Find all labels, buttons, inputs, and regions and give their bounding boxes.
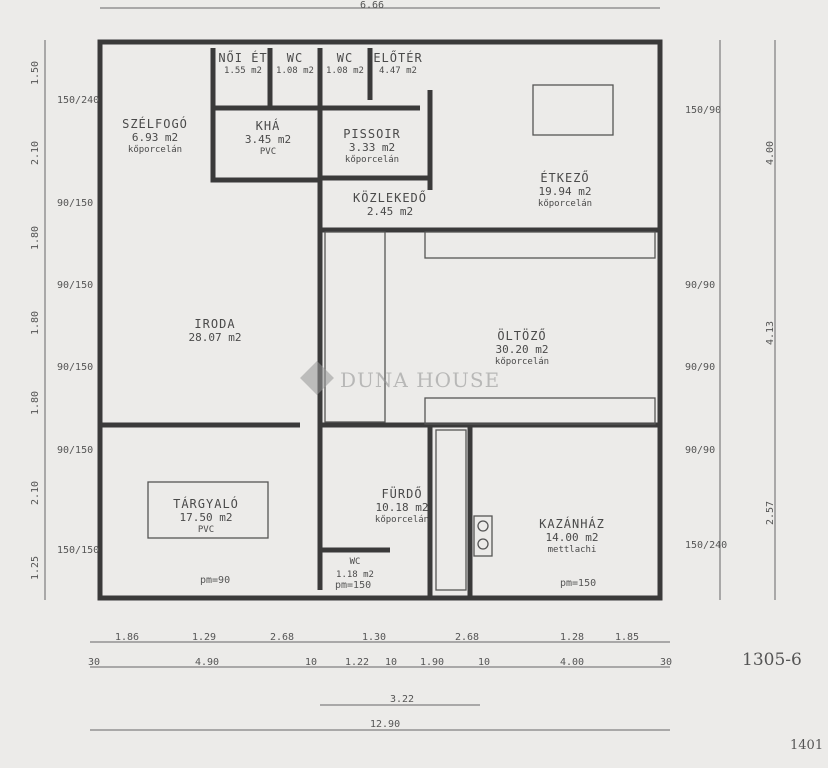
dim-label: 10: [385, 657, 398, 668]
stairs: [324, 231, 656, 425]
dim-right: 4.00: [765, 140, 776, 165]
dim-label: 1.85: [615, 632, 640, 643]
dim-left: 2.10: [30, 480, 41, 505]
dim-label: 1.22: [345, 657, 370, 668]
dim-label: 1.86: [115, 632, 140, 643]
dim-left: 1.25: [30, 555, 41, 580]
dim-total: 12.90: [370, 719, 401, 730]
dim-label: 4.00: [560, 657, 585, 668]
interior-walls: [100, 48, 660, 598]
watermark: DUNA HOUSE: [340, 368, 501, 392]
dim-left: 1.80: [30, 390, 41, 415]
dimension-lines: [44, 7, 776, 731]
dim-label: 1.90: [420, 657, 445, 668]
handwritten-note: 1305-6: [742, 650, 802, 670]
outer-wall: [97, 39, 663, 601]
dim-label: 2.68: [270, 632, 295, 643]
sill-note: pm=150: [335, 580, 372, 591]
window-dim: 90/150: [57, 362, 94, 373]
window-dim: 90/150: [57, 198, 94, 209]
dim-label: 1.29: [192, 632, 217, 643]
dim-left: 1.80: [30, 310, 41, 335]
dim-label: 10: [478, 657, 491, 668]
furniture: [147, 84, 614, 591]
sill-note: pm=150: [560, 578, 597, 589]
dim-top: 6.66: [360, 0, 385, 11]
sill-note: pm=90: [200, 575, 231, 586]
window-dim: 90/150: [57, 280, 94, 291]
dim-label: 30: [88, 657, 101, 668]
dim-left: 2.10: [30, 140, 41, 165]
window-dim: 150/150: [57, 545, 100, 556]
window-dim: 150/90: [685, 105, 722, 116]
dim-label: 1.28: [560, 632, 585, 643]
dim-left: 1.50: [30, 60, 41, 85]
dim-right: 2.57: [765, 500, 776, 525]
dim-label: 4.90: [195, 657, 220, 668]
dim-label: 30: [660, 657, 673, 668]
window-dim: 90/150: [57, 445, 94, 456]
dim-label: 2.68: [455, 632, 480, 643]
window-dim: 150/240: [685, 540, 728, 551]
dim-label: 3.22: [390, 694, 415, 705]
window-dim: 90/90: [685, 362, 716, 373]
dim-right: 4.13: [765, 320, 776, 345]
dim-left: 1.80: [30, 225, 41, 250]
dim-label: 1.30: [362, 632, 387, 643]
window-dim: 90/90: [685, 280, 716, 291]
window-dim: 150/240: [57, 95, 100, 106]
window-dim: 90/90: [685, 445, 716, 456]
handwritten-note: 1401: [790, 738, 824, 753]
dim-label: 10: [305, 657, 318, 668]
